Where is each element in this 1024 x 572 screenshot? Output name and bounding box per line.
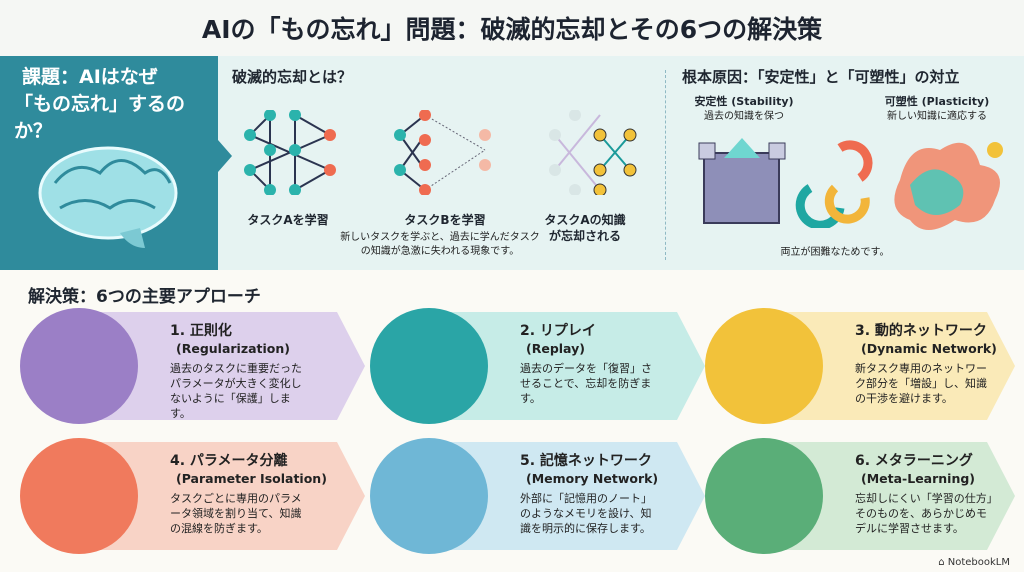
fortress-icon <box>698 138 786 224</box>
footer-label: NotebookLM <box>947 557 1010 568</box>
brain-icon <box>38 146 178 248</box>
solution-title: 4. パラメータ分離 <box>170 453 288 469</box>
solution-card: 1. 正則化 (Regularization) 過去のタスクに重要だったパラメータが… <box>20 308 365 424</box>
broken-chain-icon <box>795 140 873 228</box>
issue-line1: 課題：AIはなぜ <box>22 66 158 88</box>
solution-english: (Regularization) <box>176 341 291 356</box>
shield-brain-icon <box>20 308 138 424</box>
solution-description: タスクごとに専用のパラメータ領域を割り当て、知識の混線を防ぎます。 <box>170 492 302 535</box>
solution-card: 4. パラメータ分離 (Parameter Isolation) タスクごとに専用の… <box>20 438 365 554</box>
root-cause-heading: 根本原因：「安定性」と「可塑性」の対立 <box>682 68 960 86</box>
step-a-label: タスクAを学習 <box>247 213 329 227</box>
plastic-blob-icon <box>894 142 1003 230</box>
solution-description: 新タスク専用のネットワーク部分を「増設」し、知識の干渉を避けます。 <box>855 362 987 405</box>
solution-english: (Memory Network) <box>526 471 659 486</box>
meta-learning-brain-icon <box>705 438 823 554</box>
solution-description: 外部に「記憶用のノート」のようなメモリを設け、知識を明示的に保存します。 <box>520 492 652 535</box>
stability-desc: 過去の知識を保つ <box>704 111 784 122</box>
network-a-icon <box>244 110 336 195</box>
memory-notebook-icon <box>370 438 488 554</box>
stability-label: 安定性 (Stability) <box>694 95 794 108</box>
plasticity-label: 可塑性 (Plasticity) <box>884 95 990 108</box>
step-c-label: タスクAの知識が忘却される <box>544 213 626 243</box>
solutions-heading: 解決策：6つの主要アプローチ <box>28 287 261 307</box>
notebooklm-logo: ⌂ NotebookLM <box>938 557 1010 568</box>
network-b-icon <box>394 110 491 195</box>
catastrophic-description: 新しいタスクを学ぶと、過去に学んだタスクの知識が急激に失われる現象です。 <box>340 232 540 257</box>
issue-line2: 「もの忘れ」するのか？ <box>14 93 186 142</box>
replay-icon <box>370 308 488 424</box>
step-b-label: タスクBを学習 <box>404 213 486 227</box>
solution-card: 6. メタラーニング (Meta-Learning) 忘却しにくい「学習の仕方」その… <box>705 438 1015 554</box>
solution-description: 過去のデータを「復習」させることで、忘却を防ぎます。 <box>520 362 652 405</box>
root-cause-note: 両立が困難なためです。 <box>780 247 890 258</box>
plasticity-desc: 新しい知識に適応する <box>887 111 987 122</box>
solution-card: 2. リプレイ (Replay) 過去のデータを「復習」させることで、忘却を防ぎます… <box>370 308 705 424</box>
issue-panel: 課題：AIはなぜ「もの忘れ」するのか？ <box>0 56 218 270</box>
page-title: AIの「もの忘れ」問題：破滅的忘却とその6つの解決策 <box>0 0 1024 56</box>
catastrophic-heading: 破滅的忘却とは？ <box>232 68 353 86</box>
solution-title: 1. 正則化 <box>170 323 232 339</box>
solution-title: 5. 記憶ネットワーク <box>520 453 652 469</box>
solution-english: (Replay) <box>526 341 585 356</box>
solution-title: 6. メタラーニング <box>855 453 973 469</box>
network-c-icon <box>549 110 637 195</box>
pie-segments-icon <box>20 438 138 554</box>
solution-english: (Parameter Isolation) <box>176 471 327 486</box>
solution-card: 3. 動的ネットワーク (Dynamic Network) 新タスク専用のネットワー… <box>705 308 1015 424</box>
dynamic-network-icon <box>705 308 823 424</box>
solution-title: 3. 動的ネットワーク <box>855 323 987 339</box>
solution-description: 忘却しにくい「学習の仕方」そのものを、あらかじめモデルに学習させます。 <box>855 492 993 535</box>
solution-card: 5. 記憶ネットワーク (Memory Network) 外部に「記憶用のノート」の… <box>370 438 705 554</box>
solution-english: (Dynamic Network) <box>861 341 997 356</box>
solution-english: (Meta-Learning) <box>861 471 976 486</box>
panel-arrow <box>218 140 232 172</box>
solution-description: 過去のタスクに重要だったパラメータが大きく変化しないように「保護」します。 <box>170 362 302 420</box>
section-divider <box>665 70 666 260</box>
solution-title: 2. リプレイ <box>520 323 596 339</box>
